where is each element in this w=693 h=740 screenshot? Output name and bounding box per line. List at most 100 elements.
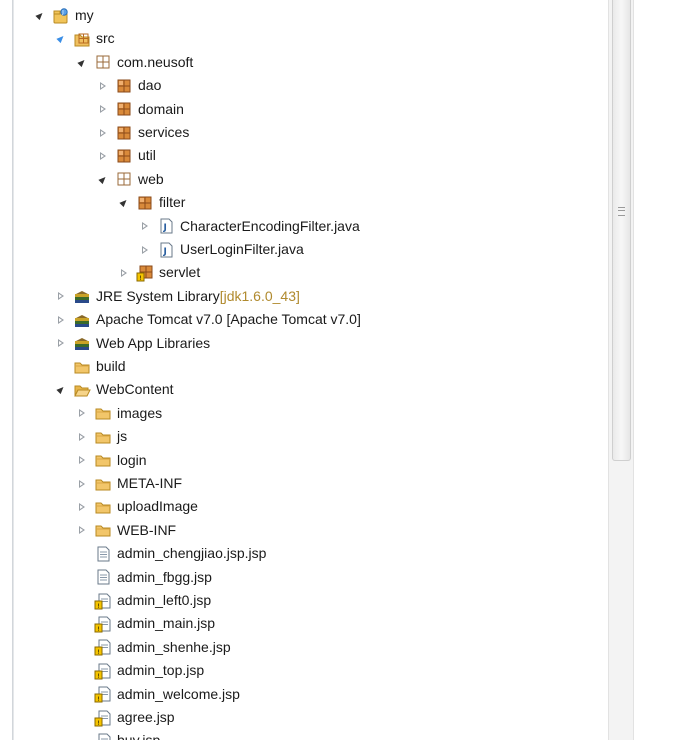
chevron-down-icon[interactable]	[34, 10, 46, 22]
tree-item-label: js	[117, 428, 128, 445]
tree-item-label: admin_welcome.jsp	[117, 685, 240, 702]
folder-icon	[94, 521, 112, 539]
chevron-right-icon[interactable]	[55, 337, 67, 349]
tree-item[interactable]: Apache Tomcat v7.0 [Apache Tomcat v7.0]	[16, 308, 608, 331]
tree-item[interactable]: ! agree.jsp	[16, 706, 608, 729]
svg-text:J: J	[61, 10, 63, 16]
tree-item-label: build	[96, 358, 126, 374]
tree-item[interactable]: web	[16, 168, 608, 191]
package-warning-icon: !	[136, 264, 154, 282]
tree-item[interactable]: admin_fbgg.jsp	[16, 566, 608, 589]
tree-item-label: src	[96, 30, 115, 47]
chevron-right-icon[interactable]	[139, 244, 151, 256]
java-file-icon: J	[157, 217, 175, 235]
tree-item[interactable]: Web App Libraries	[16, 332, 608, 355]
chevron-right-icon[interactable]	[76, 524, 88, 536]
tree-item[interactable]: META-INF	[16, 472, 608, 495]
chevron-right-icon[interactable]	[97, 103, 109, 115]
text-file-icon	[94, 545, 112, 563]
folder-icon	[94, 451, 112, 469]
scrollbar-thumb[interactable]	[612, 0, 631, 461]
chevron-down-icon[interactable]	[97, 173, 109, 185]
svg-text:!: !	[97, 626, 99, 633]
chevron-down-icon[interactable]	[55, 33, 67, 45]
svg-text:!: !	[97, 696, 99, 703]
tree-item-label: admin_chengjiao.jsp.jsp	[117, 545, 267, 562]
chevron-right-icon[interactable]	[139, 220, 151, 232]
tree-item-label: my	[75, 7, 94, 23]
chevron-right-icon[interactable]	[55, 314, 67, 326]
chevron-right-icon[interactable]	[118, 267, 130, 279]
jsp-warning-icon: !	[94, 685, 112, 703]
chevron-down-icon[interactable]	[76, 56, 88, 68]
tree-item[interactable]: js	[16, 425, 608, 448]
tree-item[interactable]: services	[16, 121, 608, 144]
jsp-warning-icon: !	[94, 615, 112, 633]
tree-item[interactable]: !admin_left0.jsp	[16, 589, 608, 612]
jsp-warning-icon: !	[94, 662, 112, 680]
tree-item-label: Apache Tomcat v7.0 [Apache Tomcat v7.0]	[96, 311, 361, 328]
svg-text:J: J	[163, 223, 167, 233]
tree-item[interactable]: WebContent	[16, 378, 608, 401]
chevron-right-icon[interactable]	[76, 431, 88, 443]
tree-item[interactable]: domain	[16, 98, 608, 121]
tree-item[interactable]: dao	[16, 74, 608, 97]
tree-item[interactable]: WEB-INF	[16, 519, 608, 542]
left-gutter	[0, 0, 12, 740]
chevron-right-icon[interactable]	[97, 80, 109, 92]
java-file-icon: J	[157, 241, 175, 259]
tree-item[interactable]: admin_chengjiao.jsp.jsp	[16, 542, 608, 565]
tree-item[interactable]: login	[16, 449, 608, 472]
vertical-scrollbar[interactable]	[608, 0, 634, 740]
chevron-right-icon[interactable]	[97, 150, 109, 162]
tree-item[interactable]: src	[16, 27, 608, 50]
tree-item[interactable]: util	[16, 144, 608, 167]
tree-item[interactable]: JRE System Library [jdk1.6.0_43]	[16, 285, 608, 308]
tree-item-label: UserLoginFilter.java	[180, 241, 304, 257]
tree-item[interactable]: uploadImage	[16, 495, 608, 518]
tree-item[interactable]: images	[16, 402, 608, 425]
chevron-right-icon[interactable]	[76, 501, 88, 513]
scrollbar-grip-icon	[618, 207, 625, 216]
tree-item-label: services	[138, 124, 190, 140]
tree-item[interactable]: J UserLoginFilter.java	[16, 238, 608, 261]
tree-item[interactable]: J CharacterEncodingFilter.java	[16, 215, 608, 238]
tree-item-label: admin_fbgg.jsp	[117, 568, 212, 585]
tree-item[interactable]: !admin_shenhe.jsp	[16, 636, 608, 659]
tree-item[interactable]: !admin_top.jsp	[16, 659, 608, 682]
chevron-down-icon[interactable]	[55, 384, 67, 396]
chevron-right-icon[interactable]	[76, 478, 88, 490]
package-icon	[115, 100, 133, 118]
tree-item[interactable]: !admin_main.jsp	[16, 612, 608, 635]
package-icon	[136, 194, 154, 212]
tree-item[interactable]: ! admin_welcome.jsp	[16, 683, 608, 706]
chevron-right-icon[interactable]	[55, 290, 67, 302]
chevron-down-icon[interactable]	[118, 197, 130, 209]
library-icon	[73, 334, 91, 352]
tree-item-label: CharacterEncodingFilter.java	[180, 217, 360, 234]
tree-item-label: admin_left0.jsp	[117, 592, 212, 608]
chevron-right-icon[interactable]	[76, 454, 88, 466]
tree-item-label: WebContent	[96, 381, 174, 398]
tree-item-label: images	[117, 404, 163, 421]
tree-item[interactable]: filter	[16, 191, 608, 214]
tree-item-label: agree.jsp	[117, 709, 175, 725]
project-icon: J	[52, 7, 70, 25]
tree-item[interactable]: build	[16, 355, 608, 378]
chevron-right-icon[interactable]	[76, 407, 88, 419]
tree-item[interactable]: com.neusoft	[16, 51, 608, 74]
svg-text:!: !	[139, 275, 141, 282]
tree-item[interactable]: !buy.jsp	[16, 729, 608, 740]
folder-open-icon	[73, 381, 91, 399]
svg-text:!: !	[97, 720, 99, 727]
tree-item-label: dao	[138, 77, 162, 94]
svg-text:J: J	[163, 247, 167, 257]
svg-text:!: !	[97, 649, 99, 656]
source-folder-icon	[73, 30, 91, 48]
view-border	[12, 0, 14, 740]
tree-item-label: web	[138, 170, 164, 187]
chevron-right-icon[interactable]	[97, 127, 109, 139]
tree-item[interactable]: !servlet	[16, 261, 608, 284]
